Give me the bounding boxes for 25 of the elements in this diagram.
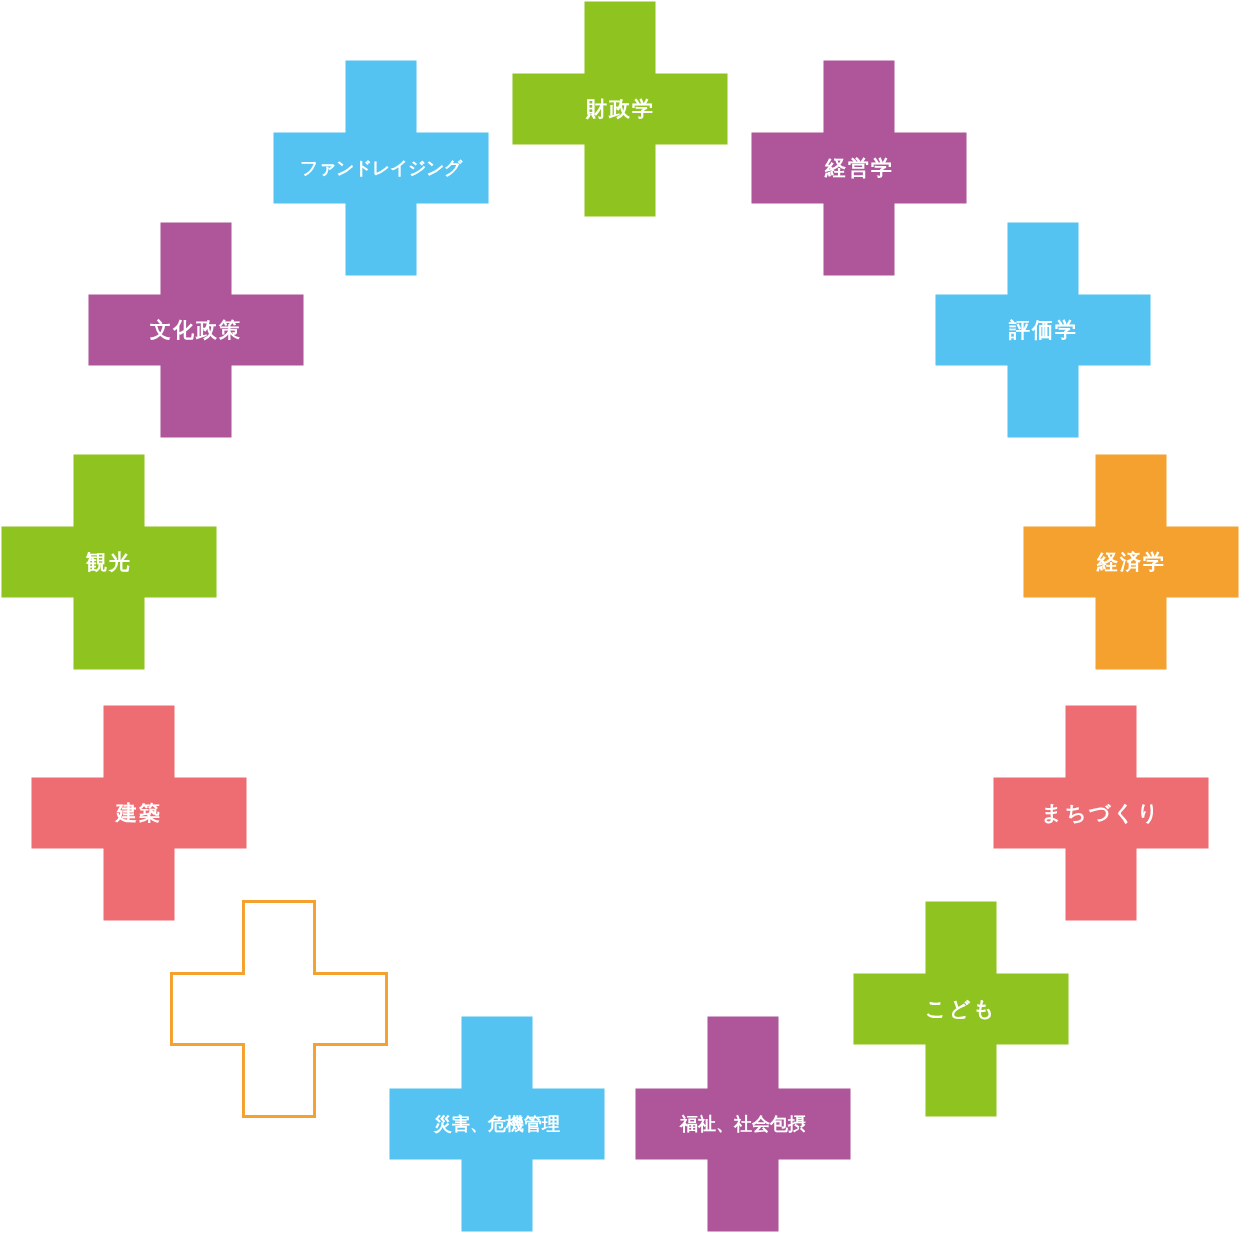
- cross-label: 観光: [85, 549, 133, 576]
- cross-label: まちづくり: [1040, 800, 1162, 827]
- cross-shape: [934, 221, 1152, 439]
- cross-label: こども: [924, 996, 998, 1023]
- cross-shape: [1022, 453, 1240, 671]
- cross-shape: [87, 221, 305, 439]
- cross-label: 財政学: [584, 96, 656, 123]
- cross-shape: [634, 1015, 852, 1233]
- cross-label: 文化政策: [149, 317, 243, 344]
- cross-shape: [388, 1015, 606, 1233]
- cross-shape: [511, 0, 729, 218]
- cross-shape: [852, 900, 1070, 1118]
- cross-label: 経済学: [1095, 549, 1167, 576]
- cross-shape: [992, 704, 1210, 922]
- cross-label: 建築: [114, 800, 163, 827]
- cross-shape: [272, 59, 490, 277]
- cross-label: 災害、危機管理: [432, 1112, 561, 1136]
- cross-outline: [170, 900, 388, 1118]
- cross-shape: [0, 453, 218, 671]
- cross-shape: [750, 59, 968, 277]
- cross-label: 経営学: [823, 155, 895, 182]
- cross-shape: [30, 704, 248, 922]
- cross-label: ファンドレイジング: [299, 156, 464, 180]
- cross-label: 評価学: [1007, 317, 1079, 344]
- cross-label: 福祉、社会包摂: [678, 1112, 807, 1136]
